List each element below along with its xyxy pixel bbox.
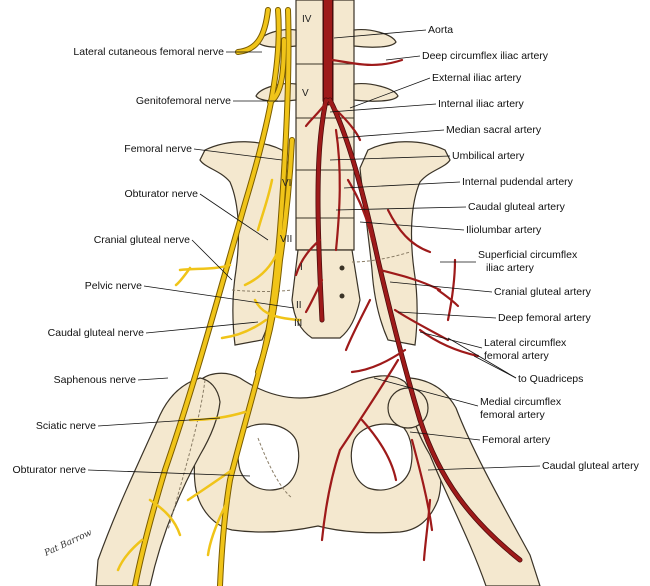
label-caudal-gluteal-nerve: Caudal gluteal nerve	[48, 327, 144, 339]
label-umbilical-artery: Umbilical artery	[452, 150, 525, 162]
label-deep-circumflex-iliac-artery: Deep circumflex iliac artery	[422, 50, 549, 62]
label-femoral-artery: Femoral artery	[482, 434, 551, 446]
sacral-label-ii: II	[296, 300, 302, 311]
leader-lines	[87, 29, 541, 477]
pelvic-floor	[193, 372, 442, 534]
skeleton	[95, 0, 541, 586]
label-superficial-circumflex-iliac-artery-line2: iliac artery	[486, 262, 535, 274]
left-ilium	[199, 141, 291, 346]
transverse-process-right-2	[353, 83, 399, 102]
vertebra-label-vii: VII	[280, 234, 292, 245]
label-median-sacral-artery: Median sacral artery	[446, 124, 542, 136]
vertebra-label-vi: VI	[282, 178, 291, 189]
label-medial-circumflex-femoral-artery-line2: femoral artery	[480, 409, 546, 421]
label-obturator-nerve-upper: Obturator nerve	[124, 188, 198, 200]
external-iliac-femoral-artery-vessel	[328, 98, 522, 562]
label-sciatic-nerve: Sciatic nerve	[36, 420, 96, 432]
right-labels: Aorta Deep circumflex iliac artery Exter…	[422, 24, 640, 472]
label-medial-circumflex-femoral-artery-line1: Medial circumflex	[480, 396, 562, 408]
label-aorta: Aorta	[428, 24, 453, 36]
label-genitofemoral-nerve: Genitofemoral nerve	[136, 95, 231, 107]
sacrum	[291, 249, 361, 339]
right-obturator-foramen	[350, 423, 413, 491]
label-caudal-gluteal-artery-upper: Caudal gluteal artery	[468, 201, 566, 213]
label-lateral-circumflex-femoral-artery-line2: femoral artery	[484, 350, 550, 362]
label-pelvic-nerve: Pelvic nerve	[85, 280, 142, 292]
label-lateral-cutaneous-femoral-nerve: Lateral cutaneous femoral nerve	[73, 46, 224, 58]
label-to-quadriceps: to Quadriceps	[518, 373, 583, 385]
label-cranial-gluteal-nerve: Cranial gluteal nerve	[94, 234, 190, 246]
label-lateral-circumflex-femoral-artery-line1: Lateral circumflex	[484, 337, 567, 349]
label-caudal-gluteal-artery-lower: Caudal gluteal artery	[542, 460, 640, 472]
sacral-label-i: I	[300, 262, 303, 273]
label-saphenous-nerve: Saphenous nerve	[54, 374, 136, 386]
sacral-plexus	[256, 138, 294, 374]
sciatic-nerve-trunk	[218, 358, 264, 586]
arteries	[294, 0, 523, 563]
label-cranial-gluteal-artery: Cranial gluteal artery	[494, 286, 592, 298]
genitofemoral-nerve-branch	[268, 38, 286, 104]
vertebra-labels: IV V VI VII I II III	[280, 14, 312, 329]
label-deep-femoral-artery: Deep femoral artery	[498, 312, 592, 324]
left-femur	[95, 377, 221, 586]
left-labels: Lateral cutaneous femoral nerve Genitofe…	[12, 46, 231, 476]
label-obturator-nerve-lower: Obturator nerve	[12, 464, 86, 476]
label-superficial-circumflex-iliac-artery-line1: Superficial circumflex	[478, 249, 578, 261]
label-iliolumbar-artery: Iliolumbar artery	[466, 224, 542, 236]
transverse-process-right-1	[353, 29, 397, 48]
sacral-label-iii: III	[294, 318, 302, 329]
femoral-saphenous-nerve-trunk	[133, 8, 281, 586]
label-external-iliac-artery: External iliac artery	[432, 72, 522, 84]
vertebra-label-v: V	[302, 88, 309, 99]
label-femoral-nerve: Femoral nerve	[124, 143, 192, 155]
label-internal-iliac-artery: Internal iliac artery	[438, 98, 525, 110]
vertebra-label-iv: IV	[302, 14, 312, 25]
label-internal-pudendal-artery: Internal pudendal artery	[462, 176, 574, 188]
artist-signature: Pat Barrow	[42, 528, 94, 559]
lateral-cutaneous-femoral-nerve-branch	[236, 8, 270, 54]
nerves	[116, 7, 302, 586]
right-ilium	[359, 141, 451, 346]
left-obturator-foramen	[237, 423, 300, 491]
